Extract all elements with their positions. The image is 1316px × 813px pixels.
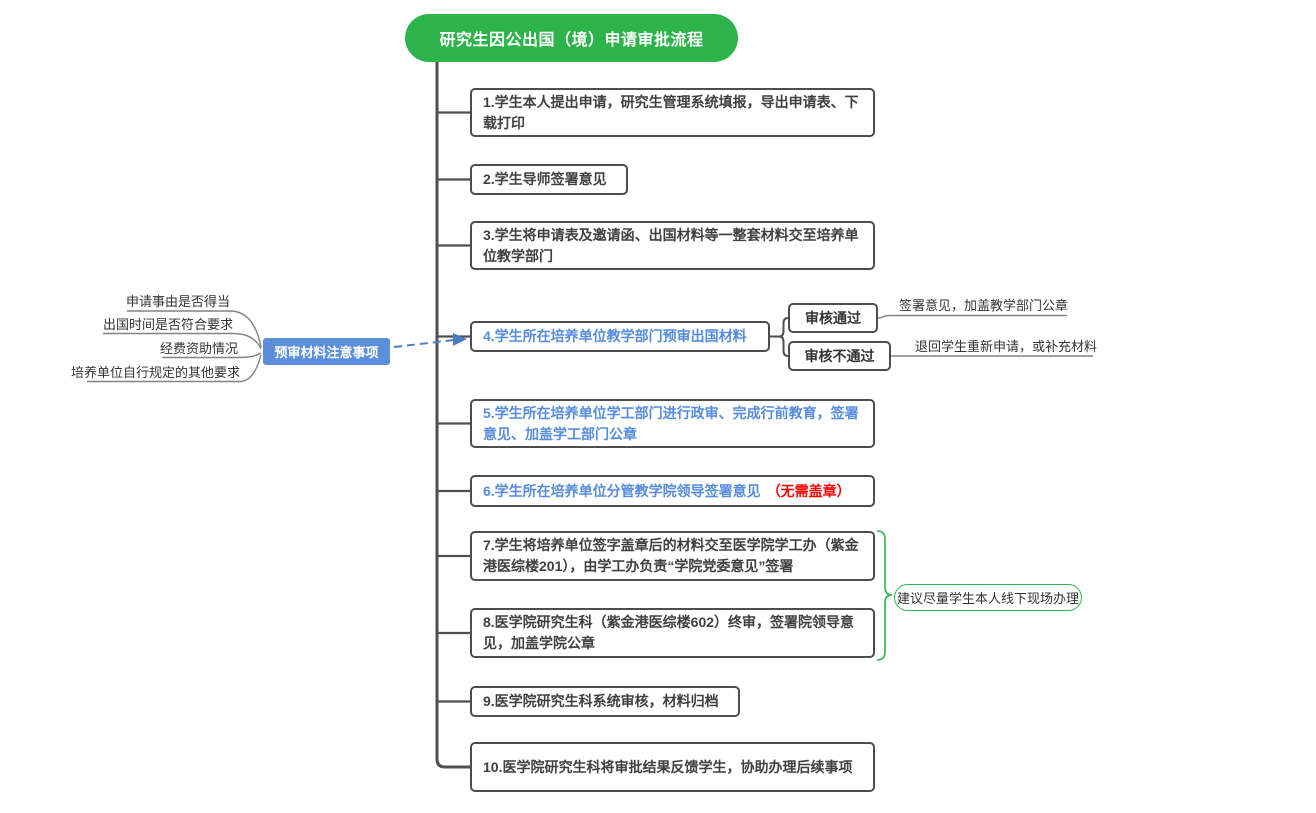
precheck-item-1: 申请事由是否得当 (125, 294, 230, 309)
flow-title: 研究生因公出国（境）申请审批流程 (405, 14, 738, 62)
review-fail-label: 审核不通过 (804, 348, 875, 364)
precheck-label: 预审材料注意事项 (263, 338, 390, 365)
step-box-6: 6.学生所在培养单位分管教学院领导签署意见 （无需盖章） (470, 475, 875, 507)
advice-note: 建议尽量学生本人线下现场办理 (894, 584, 1082, 611)
review-result-lines (877, 314, 1093, 357)
step-4-text: 4.学生所在培养单位教学部门预审出国材料 (483, 328, 747, 344)
step-3-text: 3.学生将申请表及邀请函、出国材料等一整套材料交至培养单位教学部门 (483, 226, 859, 264)
precheck-item-lines (87, 310, 262, 383)
step-2-text: 2.学生导师签署意见 (483, 171, 607, 187)
step-box-9: 9.医学院研究生科系统审核，材料归档 (470, 686, 740, 717)
precheck-label-text: 预审材料注意事项 (274, 345, 379, 360)
step-10-text: 10.医学院研究生科将审批结果反馈学生，协助办理后续事项 (483, 758, 853, 775)
review-pass-result: 签署意见，加盖教学部门公章 (899, 298, 1069, 313)
precheck-item-4: 培养单位自行规定的其他要求 (70, 365, 240, 380)
flow-title-label: 研究生因公出国（境）申请审批流程 (439, 32, 704, 49)
step-9-text: 9.医学院研究生科系统审核，材料归档 (483, 693, 719, 709)
step-6-text: 6.学生所在培养单位分管教学院领导签署意见 (483, 482, 761, 499)
step-7-text: 7.学生将培养单位签字盖章后的材料交至医学院学工办（紫金港医综楼201），由学工… (483, 537, 859, 574)
step-box-5: 5.学生所在培养单位学工部门进行政审、完成行前教育，签署意见、加盖学工部门公章 (470, 399, 875, 448)
step-5-text: 5.学生所在培养单位学工部门进行政审、完成行前教育，签署意见、加盖学工部门公章 (483, 404, 859, 442)
step-8-text: 8.医学院研究生科（紫金港医综楼602）终审，签署院领导意见，加盖学院公章 (483, 614, 855, 651)
trunk-line (435, 60, 470, 769)
step-box-10: 10.医学院研究生科将审批结果反馈学生，协助办理后续事项 (470, 742, 875, 792)
step-box-2: 2.学生导师签署意见 (470, 164, 628, 195)
step-box-8: 8.医学院研究生科（紫金港医综楼602）终审，签署院领导意见，加盖学院公章 (470, 608, 875, 658)
step-box-7: 7.学生将培养单位签字盖章后的材料交至医学院学工办（紫金港医综楼201），由学工… (470, 531, 875, 581)
step-box-1: 1.学生本人提出申请，研究生管理系统填报，导出申请表、下载打印 (470, 88, 875, 137)
precheck-item-2: 出国时间是否符合要求 (102, 317, 233, 332)
review-fail-box: 审核不通过 (788, 341, 891, 371)
step-1-text: 1.学生本人提出申请，研究生管理系统填报，导出申请表、下载打印 (483, 93, 859, 131)
review-pass-label: 审核通过 (805, 310, 861, 326)
precheck-arrow (393, 333, 467, 348)
precheck-item-3: 经费资助情况 (159, 341, 238, 356)
step-box-3: 3.学生将申请表及邀请函、出国材料等一整套材料交至培养单位教学部门 (470, 221, 875, 270)
step-box-4: 4.学生所在培养单位教学部门预审出国材料 (470, 321, 770, 352)
review-fail-result: 退回学生重新申请，或补充材料 (915, 339, 1098, 354)
step-connectors (436, 111, 470, 703)
advice-brace (876, 530, 893, 661)
advice-note-text: 建议尽量学生本人线下现场办理 (896, 591, 1079, 606)
review-branch-lines (770, 317, 789, 357)
review-pass-box: 审核通过 (788, 303, 878, 333)
step-6-red-note: （无需盖章） (766, 482, 851, 499)
